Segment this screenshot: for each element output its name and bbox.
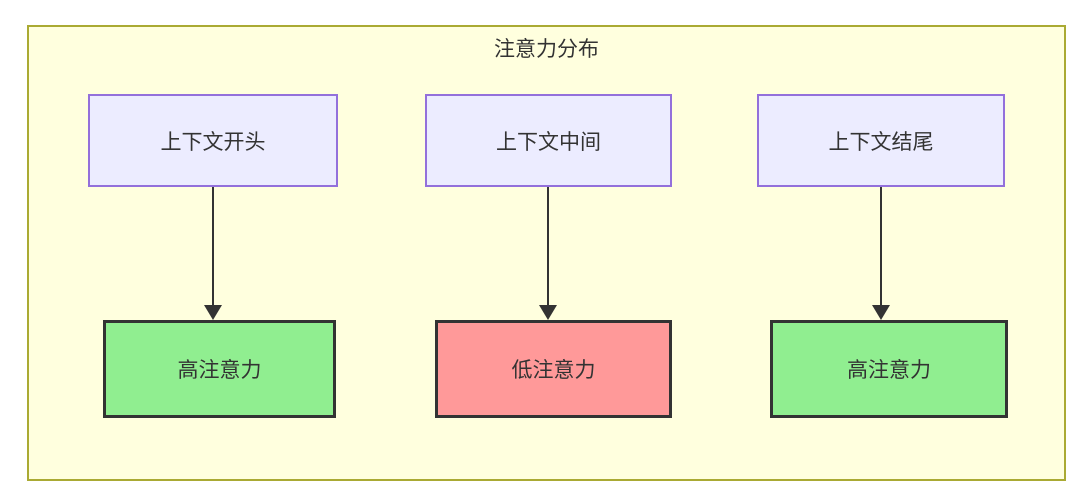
edge-line (547, 187, 549, 307)
node-context-end: 上下文结尾 (757, 94, 1005, 187)
arrowhead-down-icon (204, 305, 222, 320)
node-high-attention-right: 高注意力 (770, 320, 1008, 418)
node-high-attention-left: 高注意力 (103, 320, 336, 418)
node-label: 上下文结尾 (828, 130, 934, 154)
node-low-attention-middle: 低注意力 (435, 320, 672, 418)
node-label: 上下文中间 (496, 130, 601, 154)
node-context-middle: 上下文中间 (425, 94, 672, 187)
edge-line (212, 187, 214, 307)
node-context-beginning: 上下文开头 (88, 94, 338, 187)
node-label: 高注意力 (847, 359, 931, 382)
edge-line (880, 187, 882, 307)
node-label: 高注意力 (177, 359, 262, 382)
diagram-title: 注意力分布 (494, 38, 599, 61)
node-label: 低注意力 (511, 359, 596, 382)
arrowhead-down-icon (872, 305, 890, 320)
arrowhead-down-icon (539, 305, 557, 320)
node-label: 上下文开头 (160, 130, 266, 154)
